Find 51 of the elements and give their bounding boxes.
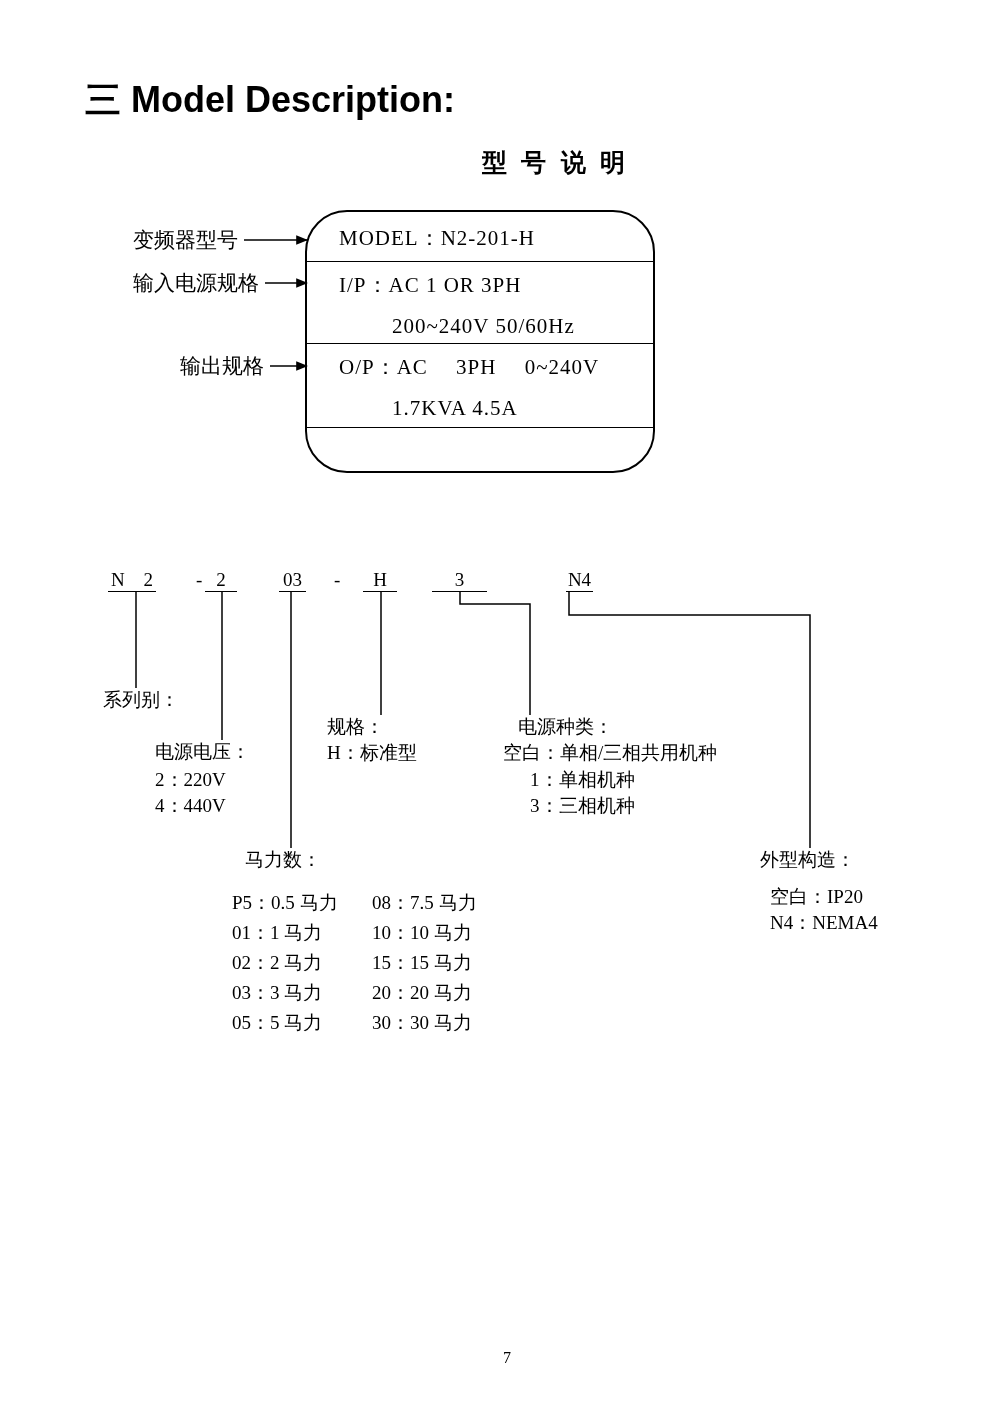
code-segment: H	[363, 568, 397, 592]
field-heading: 系列别：	[103, 688, 179, 712]
option-text: 4：440V	[155, 794, 226, 818]
page-number: 7	[503, 1348, 511, 1368]
code-segment: 3	[432, 568, 487, 592]
nameplate-text: I/P：AC 1 OR 3PH	[339, 272, 522, 298]
leader-line	[135, 591, 137, 689]
option-text: 空白：单相/三相共用机种	[503, 741, 718, 765]
separator-dash: -	[196, 568, 203, 592]
leader-line	[459, 591, 531, 716]
option-text: 30：30 马力	[372, 1011, 472, 1035]
field-heading: 规格：	[327, 715, 384, 739]
option-text: 08：7.5 马力	[372, 891, 477, 915]
field-heading: 外型构造：	[760, 848, 855, 872]
nameplate	[305, 210, 655, 473]
option-text: 03：3 马力	[232, 981, 323, 1005]
option-text: 2：220V	[155, 768, 226, 792]
callout-label: 输出规格	[180, 352, 264, 380]
option-text: 20：20 马力	[372, 981, 472, 1005]
separator-dash: -	[334, 568, 341, 592]
option-text: 1：单相机种	[530, 768, 635, 792]
nameplate-text: 200~240V 50/60Hz	[392, 313, 575, 339]
field-heading: 马力数：	[245, 848, 321, 872]
option-text: N4：NEMA4	[770, 911, 878, 935]
code-segment: N4	[566, 568, 593, 592]
code-segment: 2	[205, 568, 237, 592]
leader-line	[380, 591, 382, 716]
option-text: 3：三相机种	[530, 794, 635, 818]
option-text: 01：1 马力	[232, 921, 323, 945]
leader-line	[290, 591, 292, 849]
option-text: 空白：IP20	[770, 885, 863, 909]
arrow	[243, 235, 309, 245]
leader-line	[221, 591, 223, 741]
callout-label: 变频器型号	[133, 226, 238, 254]
field-heading: 电源种类：	[518, 715, 613, 739]
option-text: P5：0.5 马力	[232, 891, 338, 915]
page-title: 三 Model Description:	[85, 78, 456, 122]
option-text: 02：2 马力	[232, 951, 323, 975]
option-text: 10：10 马力	[372, 921, 472, 945]
field-heading: 电源电压：	[155, 740, 250, 764]
code-segment: N 2	[108, 568, 156, 592]
option-text: 05：5 马力	[232, 1011, 323, 1035]
option-text: H：标准型	[327, 741, 417, 765]
option-text: 15：15 马力	[372, 951, 472, 975]
code-segment: 03	[279, 568, 306, 592]
nameplate-text: 1.7KVA 4.5A	[392, 395, 518, 421]
nameplate-text: MODEL：N2-201-H	[339, 225, 535, 251]
subtitle: 型 号 说 明	[482, 148, 629, 178]
nameplate-text: O/P：AC 3PH 0~240V	[339, 354, 600, 380]
callout-label: 输入电源规格	[133, 269, 259, 297]
leader-line	[568, 591, 811, 849]
